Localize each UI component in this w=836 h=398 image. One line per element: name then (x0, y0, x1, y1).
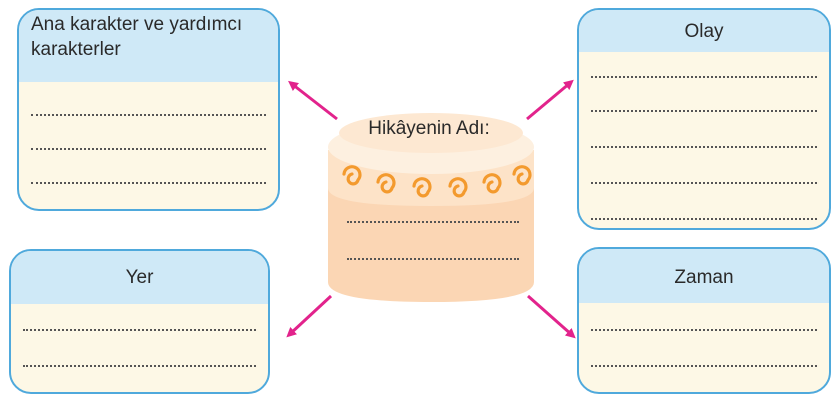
event-card-header: Olay (579, 10, 829, 52)
event-line-5[interactable] (591, 184, 817, 220)
time-card: Zaman (577, 247, 831, 394)
story-line-2[interactable] (347, 258, 519, 260)
cake-illustration (328, 113, 534, 302)
time-title: Zaman (674, 267, 734, 288)
time-card-header: Zaman (579, 249, 829, 303)
place-card-header: Yer (11, 251, 268, 304)
arrow-to-time (527, 294, 576, 339)
time-line-1[interactable] (591, 303, 817, 331)
characters-lines (19, 82, 278, 184)
event-line-2[interactable] (591, 78, 817, 112)
time-lines (579, 303, 829, 367)
event-line-4[interactable] (591, 148, 817, 184)
event-title: Olay (684, 21, 724, 42)
event-line-1[interactable] (591, 52, 817, 78)
characters-line-2[interactable] (31, 116, 266, 150)
characters-card-header: Ana karakter ve yardımcı karakterler (19, 10, 278, 82)
place-card: Yer (9, 249, 270, 394)
characters-title: Ana karakter ve yardımcı karakterler (31, 14, 243, 60)
arrow-to-event (526, 79, 574, 121)
story-line-1[interactable] (347, 221, 519, 223)
event-card: Olay (577, 8, 831, 230)
place-line-2[interactable] (23, 331, 256, 367)
characters-line-3[interactable] (31, 150, 266, 184)
place-title: Yer (125, 267, 154, 288)
cake-swirls (342, 165, 532, 198)
place-line-1[interactable] (23, 304, 256, 331)
event-lines (579, 52, 829, 220)
story-title-label: Hikâyenin Adı: (368, 118, 490, 139)
arrow-to-place (286, 294, 333, 338)
characters-line-1[interactable] (31, 82, 266, 116)
cake-top-inner (339, 113, 523, 153)
place-lines (11, 304, 268, 367)
arrow-to-characters (288, 80, 338, 121)
event-line-3[interactable] (591, 112, 817, 148)
time-line-2[interactable] (591, 331, 817, 367)
characters-card: Ana karakter ve yardımcı karakterler (17, 8, 280, 211)
